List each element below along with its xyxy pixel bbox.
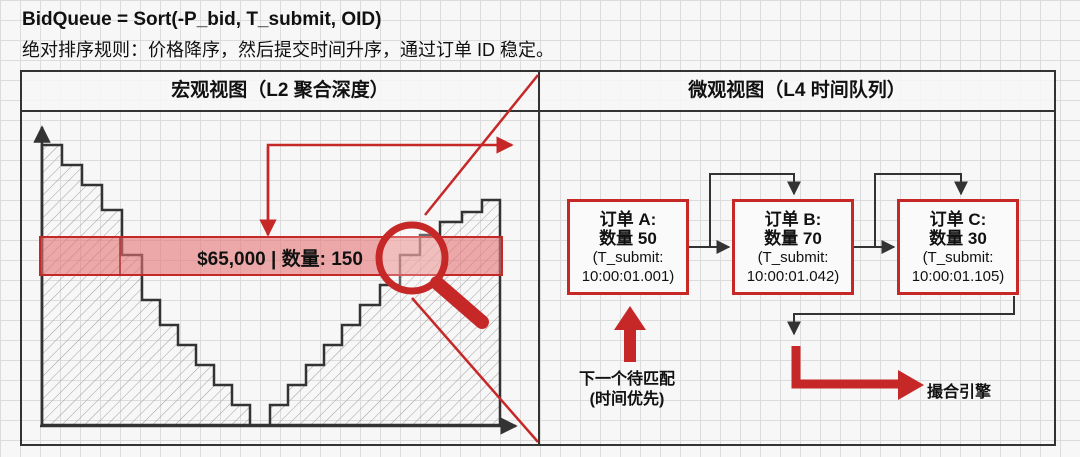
engine-arrowhead bbox=[898, 370, 924, 400]
queue-loop-a-b bbox=[709, 173, 801, 247]
order-ts-label: (T_submit: bbox=[922, 249, 994, 266]
micro-view-panel: 微观视图（L4 时间队列） bbox=[538, 70, 1056, 446]
sort-rule-text: 绝对排序规则：价格降序，然后提交时间升序，通过订单 ID 稳定。 bbox=[22, 40, 554, 60]
order-title: 订单 C: bbox=[929, 210, 987, 229]
order-ts-value: 10:00:01.042) bbox=[746, 268, 840, 285]
order-qty: 数量 50 bbox=[599, 229, 657, 248]
macro-view-title: 宏观视图（L2 聚合深度） bbox=[22, 72, 538, 112]
order-qty: 数量 30 bbox=[929, 229, 987, 248]
order-ts-label: (T_submit: bbox=[757, 249, 829, 266]
order-title: 订单 A: bbox=[599, 210, 657, 229]
next-to-match-label: 下一个待匹配 (时间优先) bbox=[566, 370, 688, 410]
macro-view-panel: 宏观视图（L2 聚合深度） bbox=[20, 70, 540, 446]
order-card-b: 订单 B: 数量 70 (T_submit: 10:00:01.042) bbox=[732, 199, 854, 295]
order-qty: 数量 70 bbox=[764, 229, 822, 248]
engine-arrow-line bbox=[791, 346, 900, 389]
order-ts-value: 10:00:01.001) bbox=[581, 268, 675, 285]
price-level-highlight bbox=[39, 236, 503, 276]
formula-heading: BidQueue = Sort(-P_bid, T_submit, OID) bbox=[22, 9, 382, 30]
order-ts-label: (T_submit: bbox=[592, 249, 664, 266]
queue-wrap-arrow bbox=[787, 296, 1015, 336]
zoom-line-lower bbox=[411, 297, 539, 443]
queue-loop-b-c bbox=[874, 173, 968, 247]
bid-depth-area bbox=[40, 143, 252, 427]
magnifier-icon bbox=[375, 221, 489, 329]
order-title: 订单 B: bbox=[764, 210, 822, 229]
price-level-label: $65,000 | 数量: 150 bbox=[197, 249, 363, 270]
matching-engine-label: 撮合引擎 bbox=[927, 384, 992, 401]
order-card-a: 订单 A: 数量 50 (T_submit: 10:00:01.001) bbox=[567, 199, 689, 295]
order-card-c: 订单 C: 数量 30 (T_submit: 10:00:01.105) bbox=[897, 199, 1019, 295]
micro-view-title: 微观视图（L4 时间队列） bbox=[540, 72, 1054, 112]
order-ts-value: 10:00:01.105) bbox=[911, 268, 1005, 285]
zoom-line-upper bbox=[424, 74, 539, 216]
next-match-arrow bbox=[614, 306, 646, 362]
next-to-match-line1: 下一个待匹配 bbox=[578, 371, 675, 388]
next-to-match-line2: (时间优先) bbox=[589, 391, 665, 408]
